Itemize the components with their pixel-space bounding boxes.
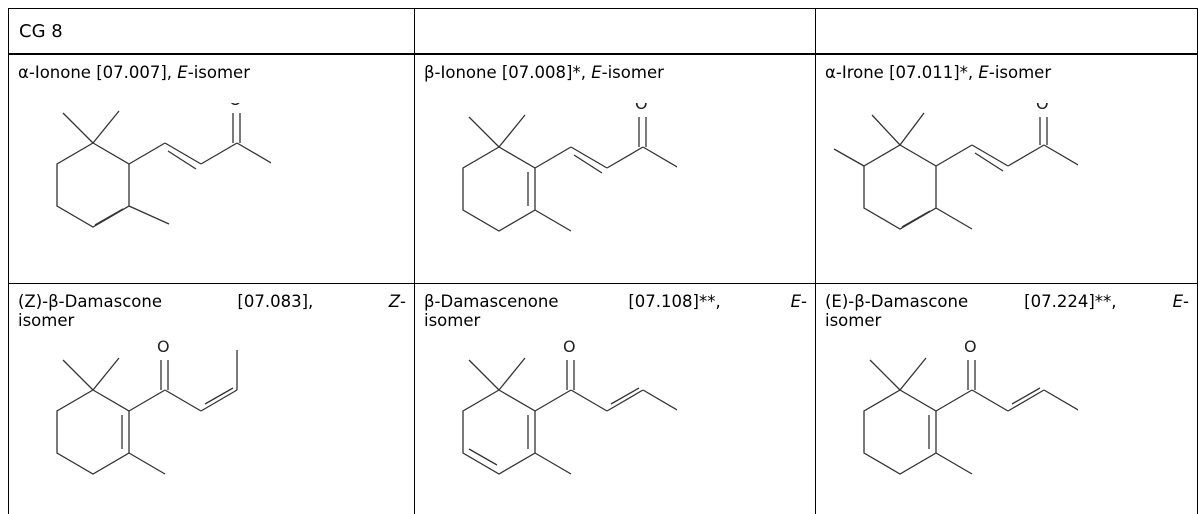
- oxygen-label: O: [157, 337, 170, 356]
- compound-caption: α-Ionone [07.007], E-isomer: [9, 55, 414, 103]
- compound-cell-alpha-ionone: α-Ionone [07.007], E-isomer O: [9, 54, 415, 284]
- header-cell: CG 8: [9, 9, 415, 54]
- compound-caption: (E)-β-Damascone[07.224]**,E- isomer: [816, 284, 1197, 332]
- e-beta-damascone-structure: O: [818, 332, 1078, 514]
- alpha-irone-structure: O: [818, 103, 1078, 281]
- compound-caption: β-Ionone [07.008]*, E-isomer: [415, 55, 815, 103]
- compound-cell-beta-ionone: β-Ionone [07.008]*, E-isomer O: [415, 54, 816, 284]
- compound-caption: α-Irone [07.011]*, E-isomer: [816, 55, 1197, 103]
- compound-caption: β-Damascenone[07.108]**,E- isomer: [415, 284, 815, 332]
- beta-damascenone-structure: O: [417, 332, 677, 514]
- compound-cell-beta-damascenone: β-Damascenone[07.108]**,E- isomer O: [415, 284, 816, 514]
- beta-ionone-structure: O: [417, 103, 677, 281]
- oxygen-label: O: [964, 337, 977, 356]
- table-header-row: CG 8: [9, 9, 1198, 54]
- alpha-ionone-structure: O: [11, 103, 271, 281]
- header-cell: [816, 9, 1198, 54]
- oxygen-label: O: [635, 103, 648, 113]
- oxygen-label: O: [563, 337, 576, 356]
- compound-caption: (Z)-β-Damascone[07.083],Z- isomer: [9, 284, 414, 332]
- group-label: CG 8: [9, 9, 414, 42]
- z-beta-damascone-structure: O: [11, 332, 271, 514]
- flavouring-group-table: CG 8 α-Ionone [07.007], E-isomer O: [8, 8, 1198, 514]
- compound-cell-z-beta-damascone: (Z)-β-Damascone[07.083],Z- isomer O: [9, 284, 415, 514]
- table-row: (Z)-β-Damascone[07.083],Z- isomer O: [9, 284, 1198, 514]
- oxygen-label: O: [229, 103, 242, 109]
- compound-cell-alpha-irone: α-Irone [07.011]*, E-isomer O: [816, 54, 1198, 284]
- oxygen-label: O: [1036, 103, 1049, 113]
- compound-cell-e-beta-damascone: (E)-β-Damascone[07.224]**,E- isomer O: [816, 284, 1198, 514]
- table-row: α-Ionone [07.007], E-isomer O β-Ionone […: [9, 54, 1198, 284]
- header-cell: [415, 9, 816, 54]
